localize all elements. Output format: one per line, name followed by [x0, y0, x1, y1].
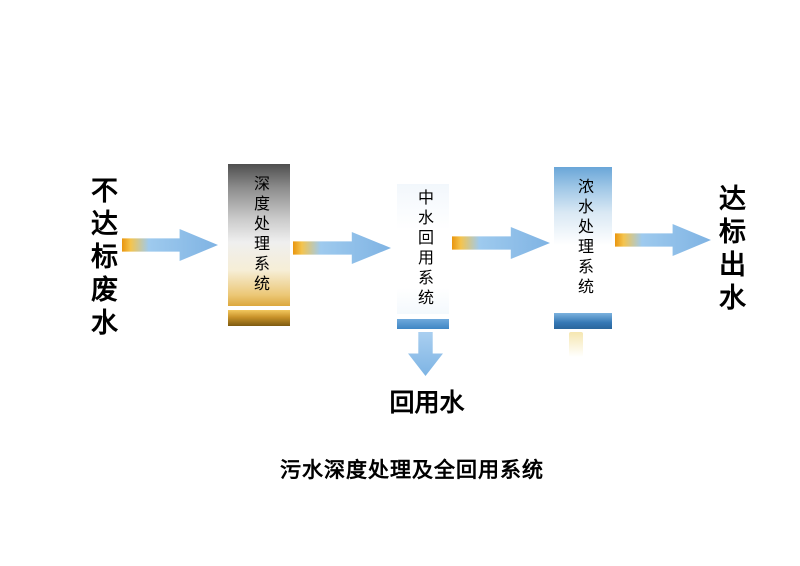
flow-arrow-3-icon [452, 226, 550, 260]
down-arrow-icon [407, 332, 444, 377]
input-water-label: 不达标废水 [87, 176, 117, 341]
output-water-label: 达标出水 [715, 184, 745, 316]
box-label: 深度处理系统 [251, 175, 268, 295]
box-panel: 中水回用系统 [397, 184, 449, 314]
box-label: 浓水处理系统 [575, 178, 592, 298]
box-bottom-bar-gold [228, 310, 290, 326]
box-panel: 深度处理系统 [228, 164, 290, 306]
flow-arrow-1-icon [122, 228, 218, 262]
gold-smudge-artifact [569, 332, 583, 357]
process-box-water-reuse: 中水回用系统 [397, 184, 449, 329]
flow-arrow-2-icon [293, 231, 391, 265]
box-label: 中水回用系统 [415, 189, 432, 309]
diagram-caption: 污水深度处理及全回用系统 [280, 459, 544, 482]
process-box-concentrate-treatment: 浓水处理系统 [554, 167, 612, 329]
box-bottom-bar-blue [397, 319, 449, 329]
box-panel: 浓水处理系统 [554, 167, 612, 309]
reuse-water-label: 回用水 [389, 389, 465, 417]
process-box-deep-treatment: 深度处理系统 [228, 164, 290, 326]
flow-arrow-4-icon [615, 223, 711, 257]
box-bottom-bar-blue [554, 313, 612, 329]
